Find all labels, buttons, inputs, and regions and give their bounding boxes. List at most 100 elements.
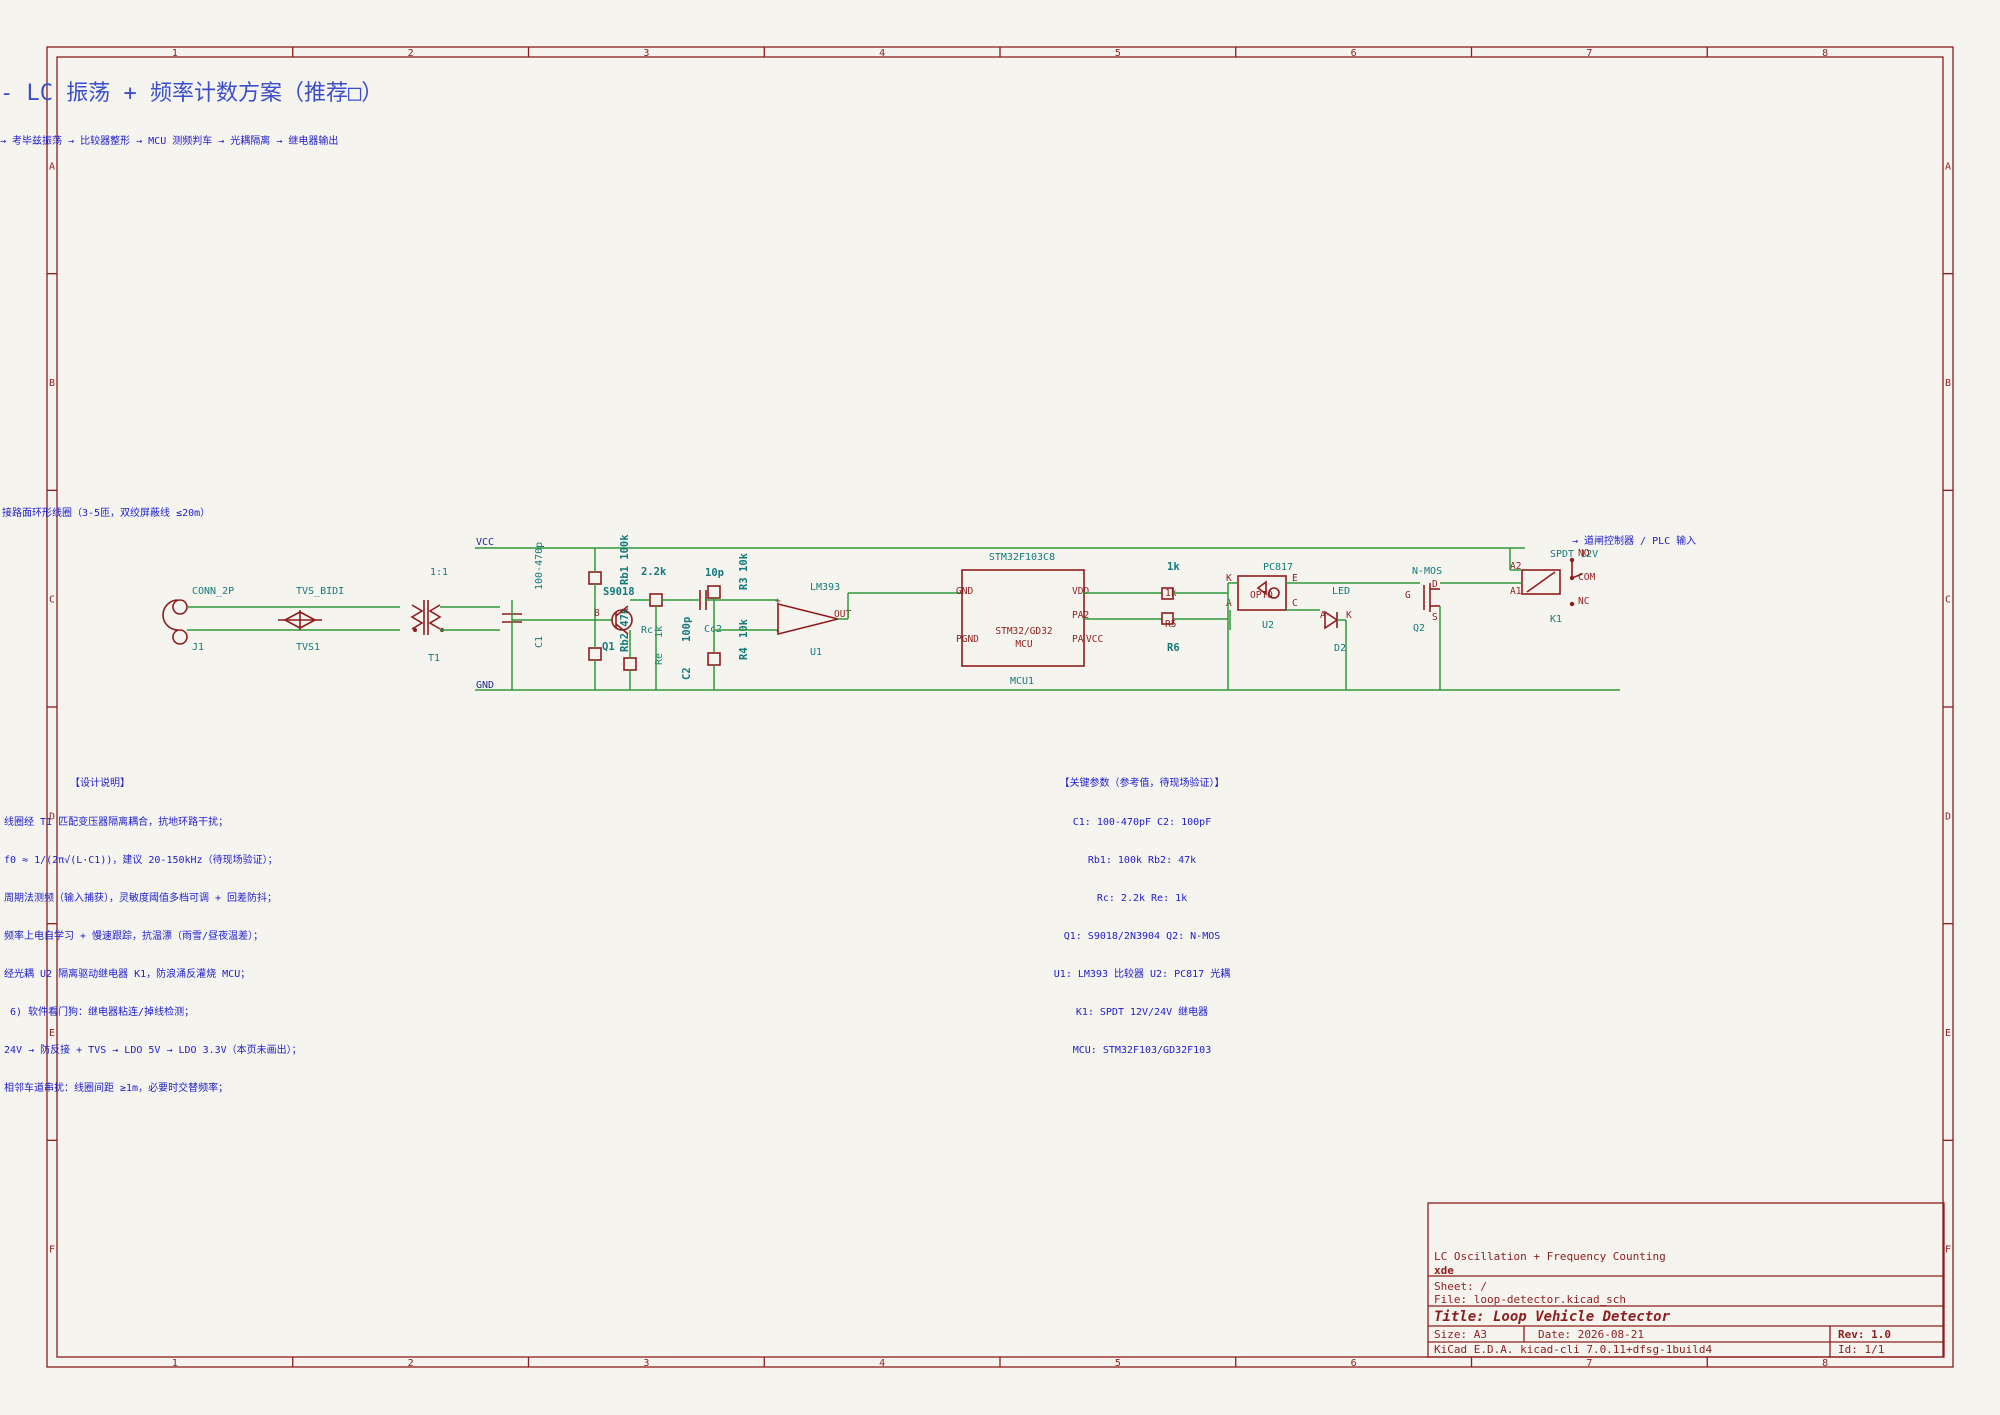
k1-pin-no: NO	[1578, 548, 1590, 559]
param-line: Rc: 2.2k Re: 1k	[1097, 893, 1187, 904]
led-d2[interactable]: LED D2 A K	[1320, 586, 1352, 654]
u1-value: LM393	[810, 582, 840, 593]
tb-date: Date: 2026-08-21	[1538, 1328, 1644, 1341]
u1-pin-minus: -	[775, 626, 781, 637]
u2-ref: U2	[1262, 620, 1274, 631]
zone-col-label: 4	[879, 1358, 885, 1369]
u1-pin-out: OUT	[834, 609, 851, 620]
optocoupler-u2[interactable]: OPTO PC817 U2 K A E C	[1226, 562, 1298, 631]
design-note-line: f0 ≈ 1/(2π√(L·C1))，建议 20-150kHz（待现场验证）；	[4, 853, 278, 866]
connector-j1[interactable]: CONN_2P J1	[162, 586, 234, 653]
tb-size: Size: A3	[1434, 1328, 1487, 1341]
mosfet-q2[interactable]: N-MOS Q2 G D S	[1405, 566, 1442, 634]
zone-col-label: 4	[879, 48, 885, 59]
resistor-rc[interactable]: 2.2k Rc	[641, 566, 667, 636]
tb-title: Title: Loop Vehicle Detector	[1434, 1309, 1671, 1325]
r3-value: 10k	[738, 552, 750, 572]
c2-ref: C2	[681, 667, 693, 680]
u2-value: PC817	[1263, 562, 1293, 573]
c1-ref: C1	[534, 636, 545, 648]
output-note: → 道闸控制器 / PLC 输入	[1572, 534, 1696, 547]
vcc-rail: VCC	[475, 537, 1525, 549]
capacitor-c2[interactable]: 100p C2	[681, 590, 707, 680]
zone-col-label: 1	[172, 48, 178, 59]
d2-value: LED	[1332, 586, 1350, 597]
zone-col-label: 2	[408, 1358, 414, 1369]
zone-col-label: 3	[643, 48, 649, 59]
r5-pin: 1k	[1165, 588, 1177, 599]
zone-col-label: 7	[1586, 48, 1592, 59]
outer-border	[46, 46, 1954, 1368]
resistor-r3[interactable]: 10k R3	[738, 552, 750, 590]
c2-value: 100p	[681, 617, 693, 642]
transformer-t1[interactable]: 1:1 T1	[410, 567, 448, 664]
zone-row-label: F	[49, 1245, 55, 1256]
tb-tool: KiCad E.D.A. kicad-cli 7.0.11+dfsg-1buil…	[1434, 1343, 1713, 1356]
k1-value: SPDT 12V	[1550, 549, 1598, 560]
mcu1-ref: MCU1	[1010, 676, 1034, 687]
design-note-line: 线圈经 T1 匹配变压器隔离耦合，抗地环路干扰；	[4, 815, 228, 828]
zone-ticks	[47, 47, 1953, 1367]
re-value: 1k	[654, 626, 665, 638]
c1-value: 100-470p	[534, 542, 545, 590]
title-block: LC Oscillation + Frequency Counting xde …	[1427, 1202, 1945, 1358]
zone-row-label: E	[49, 1028, 55, 1039]
resistor-r4[interactable]: 10k R4	[707, 618, 750, 666]
t1-ref: T1	[428, 653, 440, 664]
r5-ref: R5	[1165, 619, 1176, 630]
zone-row-label: E	[1945, 1028, 1951, 1039]
tb-rev: Rev: 1.0	[1838, 1328, 1891, 1341]
d2-pin-a: A	[1320, 610, 1326, 621]
zone-col-label: 6	[1351, 1358, 1357, 1369]
r4-ref: R4	[738, 647, 750, 660]
key-parameters: 【关键参数（参考值，待现场验证）】 C1: 100-470pF C2: 100p…	[1054, 776, 1230, 1056]
k1-pin-a2: A2	[1510, 561, 1521, 572]
d2-pin-k: K	[1346, 610, 1352, 621]
zone-col-label: 8	[1822, 48, 1828, 59]
j1-ref: J1	[192, 642, 204, 653]
tb-company: xde	[1434, 1264, 1454, 1277]
transistor-q1[interactable]: S9018 Q1 B	[594, 586, 635, 653]
zone-col-label: 1	[172, 1358, 178, 1369]
inner-border	[56, 56, 1944, 1358]
mcu1-body-line1: STM32/GD32	[995, 626, 1052, 637]
u2-body: OPTO	[1250, 590, 1273, 601]
comparator-u1[interactable]: + - OUT LM393 U1	[775, 582, 851, 658]
mcu-mcu1[interactable]: STM32F103C8 STM32/GD32 MCU GND PGND VDD …	[956, 552, 1103, 687]
zone-row-label: C	[49, 595, 55, 606]
r4-value: 10k	[738, 618, 750, 638]
zone-row-label: A	[49, 161, 55, 172]
mcu1-body-line2: MCU	[1015, 639, 1032, 650]
zone-row-label: C	[1945, 595, 1951, 606]
tb-sheet: Sheet: /	[1434, 1280, 1487, 1293]
design-note-line: 频率上电自学习 + 慢速跟踪，抗温漂（雨雪/昼夜温差）；	[4, 929, 263, 942]
param-line: C1: 100-470pF C2: 100pF	[1073, 817, 1211, 828]
vcc-label: VCC	[476, 537, 494, 548]
u2-pin-a: A	[1226, 598, 1232, 609]
k1-pin-com: COM	[1578, 572, 1595, 583]
capacitor-c1[interactable]: 100-470p C1	[502, 542, 545, 648]
mcu1-pin-pa: PA	[1072, 634, 1084, 645]
rc-value: 2.2k	[641, 566, 667, 578]
zone-col-label: 6	[1351, 48, 1357, 59]
resistor-rb1[interactable]: Rb1 100k	[588, 534, 631, 585]
signal-chain-note: → 考毕兹振荡 → 比较器整形 → MCU 测频判车 → 光耦隔离 → 继电器输…	[0, 134, 338, 147]
tvs-diode-tvs1[interactable]: TVS_BIDI TVS1	[278, 586, 344, 653]
param-line: Rb1: 100k Rb2: 47k	[1088, 855, 1196, 866]
zone-row-label: D	[1945, 811, 1951, 822]
mcu1-pin-vdd: VDD	[1072, 586, 1089, 597]
design-note-line: 经光耦 U2 隔离驱动继电器 K1，防浪涌反灌烧 MCU；	[4, 967, 250, 980]
q2-pin-g: G	[1405, 590, 1411, 601]
u2-pin-c: C	[1292, 598, 1298, 609]
r6-ref: R6	[1167, 642, 1180, 654]
u1-pin-plus: +	[775, 596, 781, 607]
tb-file: File: loop-detector.kicad_sch	[1434, 1293, 1626, 1306]
t1-value: 1:1	[430, 567, 448, 578]
sheet-title: - LC 振荡 + 频率计数方案（推荐□）	[0, 81, 383, 106]
gnd-label: GND	[476, 680, 494, 691]
u1-ref: U1	[810, 647, 822, 658]
relay-k1[interactable]: SPDT 12V K1 A2 A1 NO COM NC	[1510, 548, 1598, 625]
